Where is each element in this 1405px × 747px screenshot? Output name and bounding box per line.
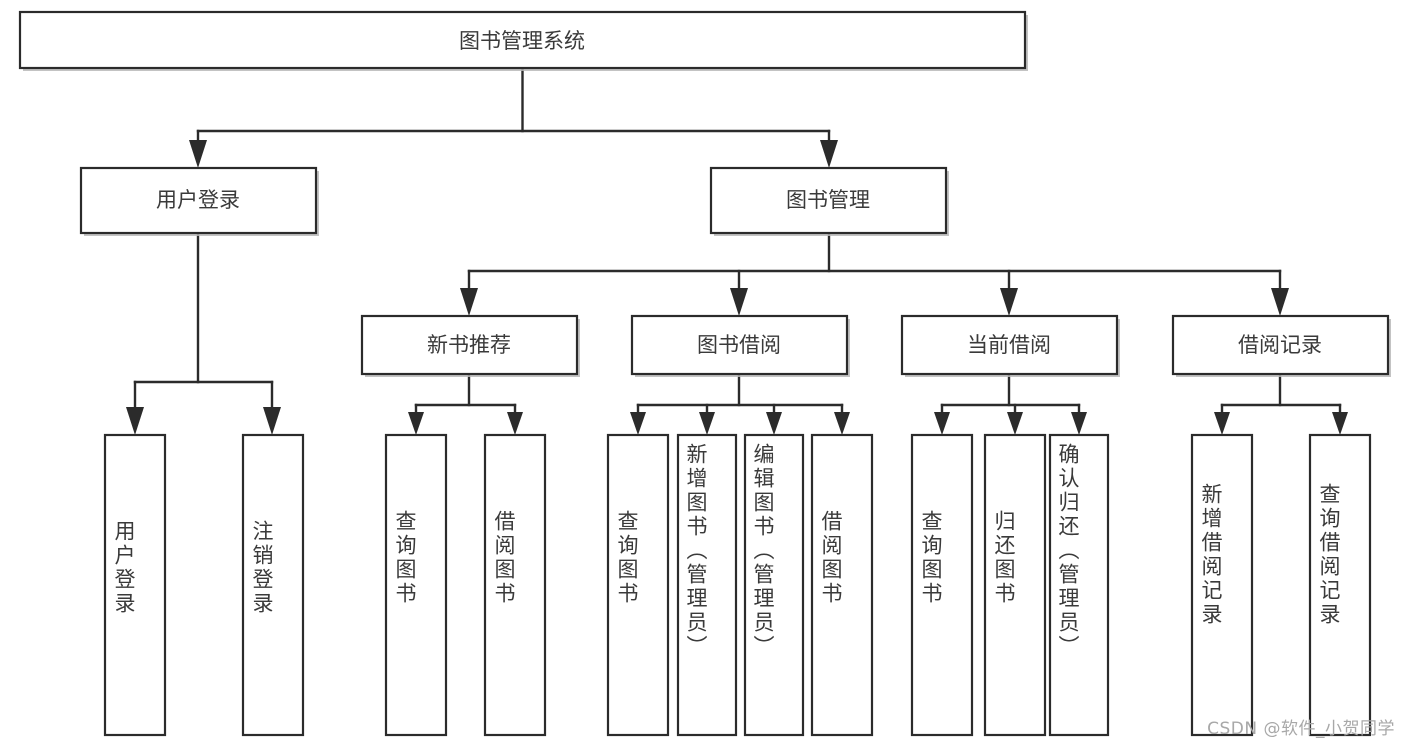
arrow-to-current-borrow [1000,288,1018,316]
connector-currentborrow-to-leaves [934,372,1087,435]
leaf-box-borrow-book-1[interactable] [483,433,547,737]
arrow-to-user-login [189,140,207,168]
node-borrow-record-label: 借阅记录 [1238,333,1322,357]
arrow-to-leaf-return-book [1007,412,1023,435]
leaf-box-confirm-return-admin[interactable] [1048,433,1110,737]
arrow-to-leaf-logout-login [263,407,281,435]
node-user-login[interactable]: 用户登录 [79,166,319,236]
connector-userlogin-to-leaves [126,231,281,435]
arrow-to-leaf-add-borrow-record [1214,412,1230,435]
connector-newbook-to-leaves [408,372,523,435]
arrow-to-leaf-edit-book-admin [766,412,782,435]
arrow-to-book-borrow [730,288,748,316]
node-book-borrow[interactable]: 图书借阅 [630,314,850,377]
connector-bookborrow-to-leaves [630,372,850,435]
leaf-box-add-book-admin[interactable] [676,433,738,737]
csdn-watermark: CSDN @软件_小贺同学 [1207,719,1395,739]
arrow-to-leaf-confirm-return-admin [1071,412,1087,435]
arrow-to-leaf-query-book-2 [630,412,646,435]
arrow-to-book-manage [820,140,838,168]
leaf-box-logout-login[interactable] [241,433,305,737]
connector-borrowrecord-to-leaves [1214,372,1348,435]
arrow-to-leaf-borrow-book-2 [834,412,850,435]
arrow-to-leaf-query-borrow-record [1332,412,1348,435]
node-root-label: 图书管理系统 [459,29,585,53]
node-book-borrow-label: 图书借阅 [697,333,781,357]
leaf-box-query-borrow-record[interactable] [1308,433,1372,737]
node-current-borrow[interactable]: 当前借阅 [900,314,1120,377]
leaf-box-user-login[interactable] [103,433,167,737]
node-borrow-record[interactable]: 借阅记录 [1171,314,1391,377]
node-book-manage-label: 图书管理 [786,188,870,212]
leaf-box-query-book-2[interactable] [606,433,670,737]
leaf-boxes [103,433,1372,737]
leaf-box-edit-book-admin[interactable] [743,433,805,737]
arrow-to-leaf-query-book-3 [934,412,950,435]
node-current-borrow-label: 当前借阅 [967,333,1051,357]
node-user-login-label: 用户登录 [156,188,240,212]
leaf-box-query-book-1[interactable] [384,433,448,737]
node-book-manage[interactable]: 图书管理 [709,166,949,236]
arrow-to-leaf-user-login [126,407,144,435]
node-new-book-recommend-label: 新书推荐 [427,333,511,357]
leaf-box-add-borrow-record[interactable] [1190,433,1254,737]
node-new-book-recommend[interactable]: 新书推荐 [360,314,580,377]
leaf-box-query-book-3[interactable] [910,433,974,737]
arrow-to-leaf-query-book-1 [408,412,424,435]
connector-bookmanage-to-level3 [460,231,1289,316]
connector-root-to-level2 [189,66,838,168]
leaf-box-return-book[interactable] [983,433,1047,737]
node-root[interactable]: 图书管理系统 [18,10,1028,71]
arrow-to-new-book-recommend [460,288,478,316]
arrow-to-leaf-borrow-book-1 [507,412,523,435]
arrow-to-borrow-record [1271,288,1289,316]
leaf-box-borrow-book-2[interactable] [810,433,874,737]
arrow-to-leaf-add-book-admin [699,412,715,435]
